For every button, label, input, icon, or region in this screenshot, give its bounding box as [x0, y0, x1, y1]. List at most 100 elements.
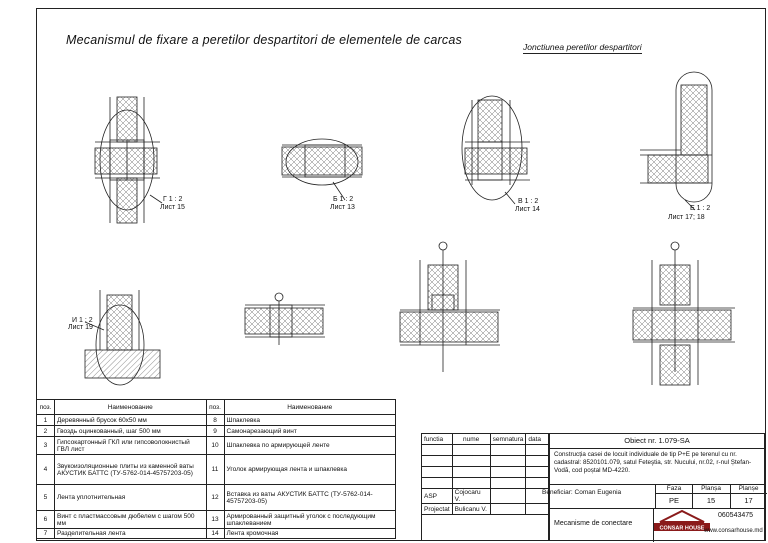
sheet-title: Mecanisme de conectare [554, 520, 633, 527]
header-data: data [525, 433, 549, 445]
cell-pos: 2 [36, 425, 55, 437]
detail-cross-vertical [632, 241, 735, 386]
cell-name: Вставка из ваты АКУСТИК БАТТС (ТУ-5762-0… [223, 484, 397, 511]
cell-sign [489, 488, 527, 504]
header-functia: functia [421, 433, 453, 445]
sheets-value: 17 [744, 496, 753, 505]
cell-name: Лента уплотнительная [53, 484, 207, 511]
cell-pos: 11 [205, 454, 225, 485]
cell-name: Армированный защитный уголок с последующ… [223, 510, 397, 529]
cell-name: Лента кромочная [223, 528, 397, 539]
beneficiar: Beneficiar: Coman Eugenia [542, 489, 622, 496]
cell-name [451, 444, 491, 456]
cell-role [421, 444, 453, 456]
cell-name: Шпаклевка по армирующей ленте [223, 436, 397, 455]
table-row [421, 466, 549, 478]
stage-value: PE [668, 496, 679, 505]
table-row: 6 Винт с пластмассовым дюбелем с шагом 5… [36, 510, 397, 529]
cell-name: Винт с пластмассовым дюбелем с шагом 500… [53, 510, 207, 529]
table-row: 7 Разделительная лента 14 Лента кромочна… [36, 528, 397, 539]
table-row [421, 455, 549, 467]
cell-name: Bulicanu V. [451, 503, 491, 515]
stage-block: Faza PE Planșa 15 Planșe 17 [655, 484, 767, 508]
divider [550, 508, 764, 509]
cell-pos: 1 [36, 414, 55, 426]
table-row: 4 Звукоизоляционные плиты из каменной ва… [36, 454, 397, 485]
cell-pos: 4 [36, 454, 55, 485]
cell-sign [489, 466, 527, 478]
cell-date [525, 477, 549, 489]
divider [550, 484, 764, 485]
detail-sheet-g: Лист 15 [160, 204, 185, 211]
detail-wall-on-slab [84, 290, 161, 386]
detail-label-b: Б 1 : 2 [333, 196, 354, 203]
detail-sheet-i: Лист 19 [68, 324, 93, 331]
cell-name: Звукоизоляционные плиты из каменной ваты… [53, 454, 207, 485]
cell-sign [489, 455, 527, 467]
table-row: 2 Гвоздь оцинкованный, шаг 500 мм 9 Само… [36, 425, 397, 437]
detail-cross-junction [94, 96, 160, 224]
cell-pos: 9 [205, 425, 225, 437]
cell-pos: 7 [36, 528, 55, 539]
header-name: Наименование [53, 399, 207, 415]
header-pos: поз. [36, 399, 55, 415]
cell-role [421, 455, 453, 467]
stage-label: Faza [656, 484, 692, 494]
cell-sign [489, 444, 527, 456]
drawing-title: Mecanismul de fixare a peretilor despart… [66, 33, 462, 47]
header-name: Наименование [223, 399, 397, 415]
company-website: www.consarhouse.md [704, 528, 763, 534]
detail-label-g: Г 1 : 2 [163, 196, 183, 203]
cell-pos: 6 [36, 510, 55, 529]
signatures-footer [421, 503, 549, 541]
sheets-label: Planșe [730, 484, 767, 494]
header-pos: поз. [205, 399, 225, 415]
detail-l-corner [640, 71, 713, 203]
cell-pos: 14 [205, 528, 225, 539]
drawing-subtitle: Jonctiunea peretilor despartitori [523, 42, 642, 54]
cell-pos: 10 [205, 436, 225, 455]
table-row: 1 Деревянный брусок 60х50 мм 8 Шпаклевка [36, 414, 397, 426]
cell-pos: 3 [36, 436, 55, 455]
detail-t-junction [461, 95, 530, 201]
cell-date [525, 455, 549, 467]
title-block: Obiect nr. 1.079-SA Construcția casei de… [542, 433, 767, 542]
object-number: Obiect nr. 1.079-SA [550, 434, 764, 449]
table-row [421, 444, 549, 456]
cell-pos: 12 [205, 484, 225, 511]
detail-t-vertical [399, 241, 500, 372]
detail-label-v: В 1 : 2 [518, 198, 539, 205]
cell-name [451, 477, 491, 489]
cell-name: Деревянный брусок 60х50 мм [53, 414, 207, 426]
table-row: 5 Лента уплотнительная 12 Вставка из ват… [36, 484, 397, 511]
cell-name: Шпаклевка [223, 414, 397, 426]
table-row: 3 Гипсокартонный ГКЛ или гипсоволокнисты… [36, 436, 397, 455]
header-semnatura: semnatura [489, 433, 527, 445]
detail-label-i: И 1 : 2 [72, 317, 93, 324]
company-logo: CONSAR HOUSE [654, 509, 710, 532]
project-description: Construcția casei de locuit individuale … [554, 451, 752, 475]
detail-section-fixing [244, 292, 325, 345]
signatures-header: functia nume semnatura data [421, 433, 549, 445]
cell-name: Самонарезающий винт [223, 425, 397, 437]
sheet-label: Planșa [692, 484, 730, 494]
parts-table-header: поз. Наименование поз. Наименование [36, 399, 397, 415]
cell-name: Разделительная лента [53, 528, 207, 539]
cell-name: Уголок армирующая лента и шпаклевка [223, 454, 397, 485]
cell-role: ASP [421, 488, 453, 504]
detail-sheet-e: Лист 17; 18 [668, 214, 705, 221]
cell-name: Гвоздь оцинкованный, шаг 500 мм [53, 425, 207, 437]
detail-label-e: Е 1 : 2 [690, 205, 711, 212]
parts-table: поз. Наименование поз. Наименование 1 Де… [36, 399, 397, 539]
table-row [421, 477, 549, 489]
cell-role [421, 466, 453, 478]
cell-role [421, 477, 453, 489]
cell-pos: 5 [36, 484, 55, 511]
cell-pos: 8 [205, 414, 225, 426]
company-name: CONSAR HOUSE [660, 526, 705, 532]
cell-date [525, 444, 549, 456]
